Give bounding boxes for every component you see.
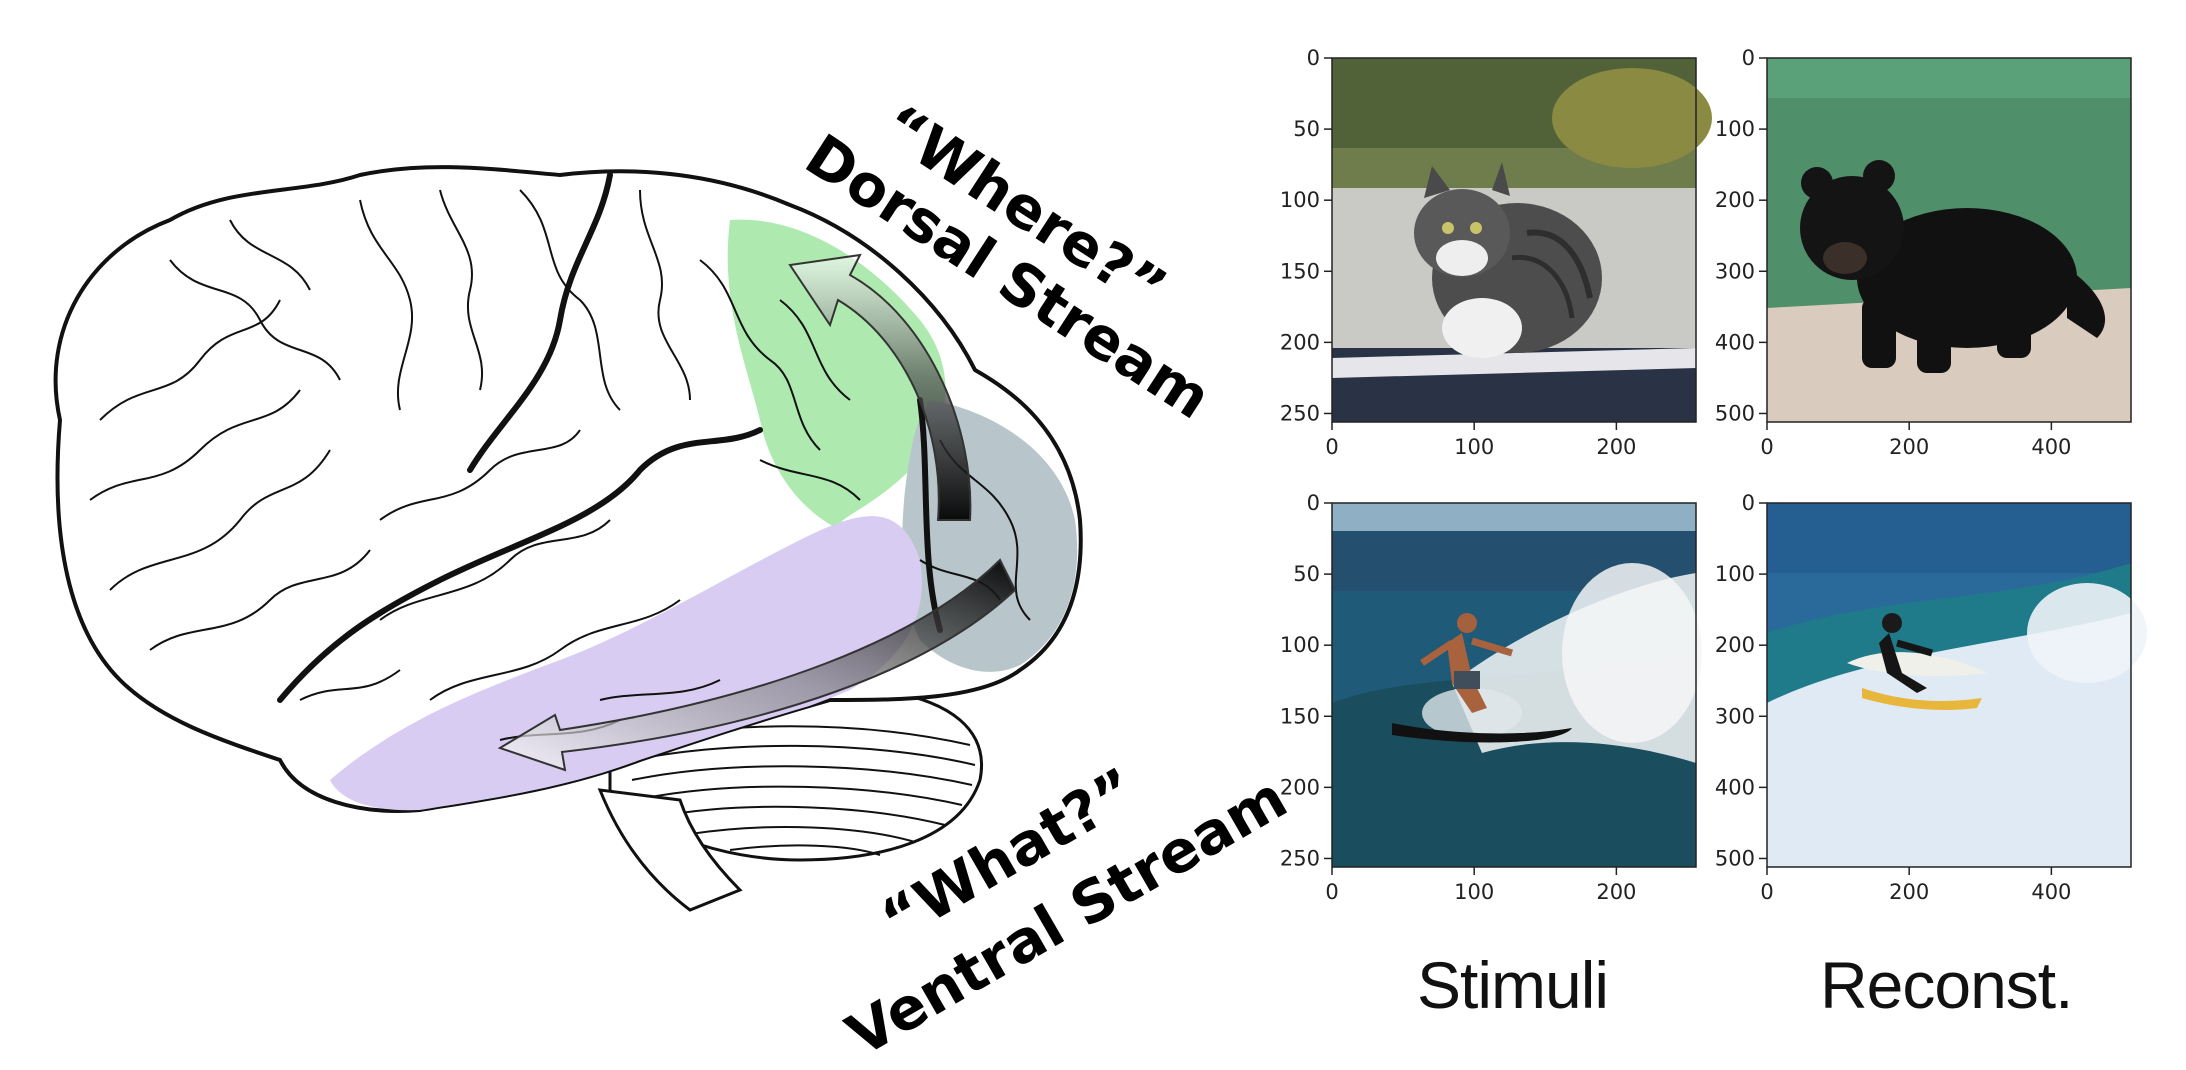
x-tick-label: 0 bbox=[1760, 435, 1773, 459]
cat-image bbox=[1332, 58, 1712, 422]
x-tick-label: 0 bbox=[1325, 435, 1338, 459]
panel-svg: 0 100 200 300 400 500 0 200 400 bbox=[1715, 46, 2132, 459]
panel-svg: 0 50 100 150 200 250 0 100 200 bbox=[1280, 491, 1702, 904]
y-tick-label: 0 bbox=[1742, 491, 1755, 515]
x-tick-label: 200 bbox=[1596, 435, 1636, 459]
surfer-image bbox=[1332, 503, 1702, 867]
y-tick-label: 0 bbox=[1307, 46, 1320, 70]
bear-image bbox=[1767, 58, 2131, 422]
brain-diagram: “Where?” Dorsal Stream “What?” Ventral S… bbox=[53, 91, 1298, 1070]
x-tick-label: 200 bbox=[1889, 435, 1929, 459]
panel-svg: 0 100 200 300 400 500 0 200 400 bbox=[1715, 491, 2147, 904]
y-tick-label: 100 bbox=[1280, 188, 1320, 212]
y-tick-label: 200 bbox=[1280, 775, 1320, 799]
x-tick-label: 200 bbox=[1596, 880, 1636, 904]
y-tick-label: 0 bbox=[1742, 46, 1755, 70]
stimuli-caption: Stimuli bbox=[1417, 948, 1609, 1022]
reconst-caption: Reconst. bbox=[1820, 948, 2073, 1022]
ventral-stream-arrow bbox=[497, 558, 1017, 772]
brainstem bbox=[597, 788, 743, 912]
x-tick-label: 0 bbox=[1325, 880, 1338, 904]
panel-cat-stimulus: 0 50 100 150 200 250 0 100 200 bbox=[1270, 40, 1750, 474]
dorsal-stream-arrow bbox=[788, 253, 972, 521]
x-axis-ticks: 0 100 200 bbox=[1325, 867, 1636, 904]
y-tick-label: 400 bbox=[1715, 775, 1755, 799]
y-tick-label: 100 bbox=[1715, 562, 1755, 586]
y-tick-label: 0 bbox=[1307, 491, 1320, 515]
x-tick-label: 0 bbox=[1760, 880, 1773, 904]
panel-svg: 0 50 100 150 200 250 0 100 200 bbox=[1280, 46, 1712, 459]
x-tick-label: 100 bbox=[1454, 435, 1494, 459]
ventral-region bbox=[330, 516, 922, 811]
y-tick-label: 150 bbox=[1280, 259, 1320, 283]
y-tick-label: 500 bbox=[1715, 846, 1755, 870]
x-tick-label: 100 bbox=[1454, 880, 1494, 904]
panel-bear-reconstruction: 0 100 200 300 400 500 0 200 400 bbox=[1705, 40, 2185, 474]
y-tick-label: 500 bbox=[1715, 401, 1755, 425]
x-axis-ticks: 0 100 200 bbox=[1325, 422, 1636, 459]
y-tick-label: 200 bbox=[1280, 330, 1320, 354]
y-tick-label: 200 bbox=[1715, 188, 1755, 212]
x-tick-label: 200 bbox=[1889, 880, 1929, 904]
panel-surfer-stimulus: 0 50 100 150 200 250 0 100 200 bbox=[1270, 485, 1750, 919]
surfer-reconstruction-image bbox=[1767, 503, 2147, 867]
dorsal-region bbox=[727, 219, 946, 531]
y-axis-ticks: 0 100 200 300 400 500 bbox=[1715, 491, 1767, 870]
y-axis-ticks: 0 50 100 150 200 250 bbox=[1280, 491, 1332, 870]
y-tick-label: 400 bbox=[1715, 330, 1755, 354]
brain-illustration bbox=[53, 165, 1083, 912]
x-axis-ticks: 0 200 400 bbox=[1760, 867, 2071, 904]
x-tick-label: 400 bbox=[2031, 880, 2071, 904]
y-tick-label: 100 bbox=[1280, 633, 1320, 657]
y-tick-label: 50 bbox=[1293, 562, 1320, 586]
y-tick-label: 250 bbox=[1280, 846, 1320, 870]
y-tick-label: 150 bbox=[1280, 704, 1320, 728]
x-tick-label: 400 bbox=[2031, 435, 2071, 459]
y-axis-ticks: 0 100 200 300 400 500 bbox=[1715, 46, 1767, 425]
y-tick-label: 50 bbox=[1293, 117, 1320, 141]
y-tick-label: 200 bbox=[1715, 633, 1755, 657]
y-tick-label: 300 bbox=[1715, 704, 1755, 728]
y-tick-label: 250 bbox=[1280, 401, 1320, 425]
y-axis-ticks: 0 50 100 150 200 250 bbox=[1280, 46, 1332, 425]
y-tick-label: 300 bbox=[1715, 259, 1755, 283]
y-tick-label: 100 bbox=[1715, 117, 1755, 141]
panel-surfer-reconstruction: 0 100 200 300 400 500 0 200 400 bbox=[1705, 485, 2185, 919]
x-axis-ticks: 0 200 400 bbox=[1760, 422, 2071, 459]
